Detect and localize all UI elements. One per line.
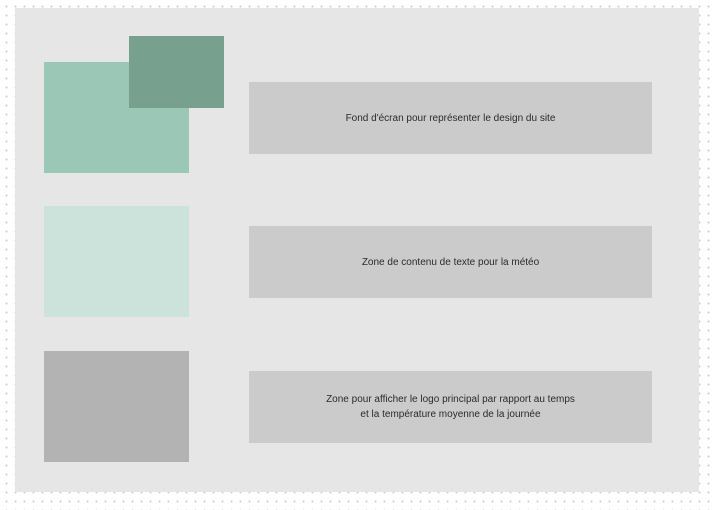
background-overlay-swatch [129, 36, 224, 108]
logo-zone-label: Zone pour afficher le logo principal par… [249, 371, 652, 443]
content-zone-swatch [44, 206, 189, 317]
background-zone-label: Fond d'écran pour représenter le design … [249, 82, 652, 154]
wireframe-frame: Fond d'écran pour représenter le design … [15, 8, 699, 492]
logo-zone-swatch [44, 351, 189, 462]
content-zone-label: Zone de contenu de texte pour la météo [249, 226, 652, 298]
